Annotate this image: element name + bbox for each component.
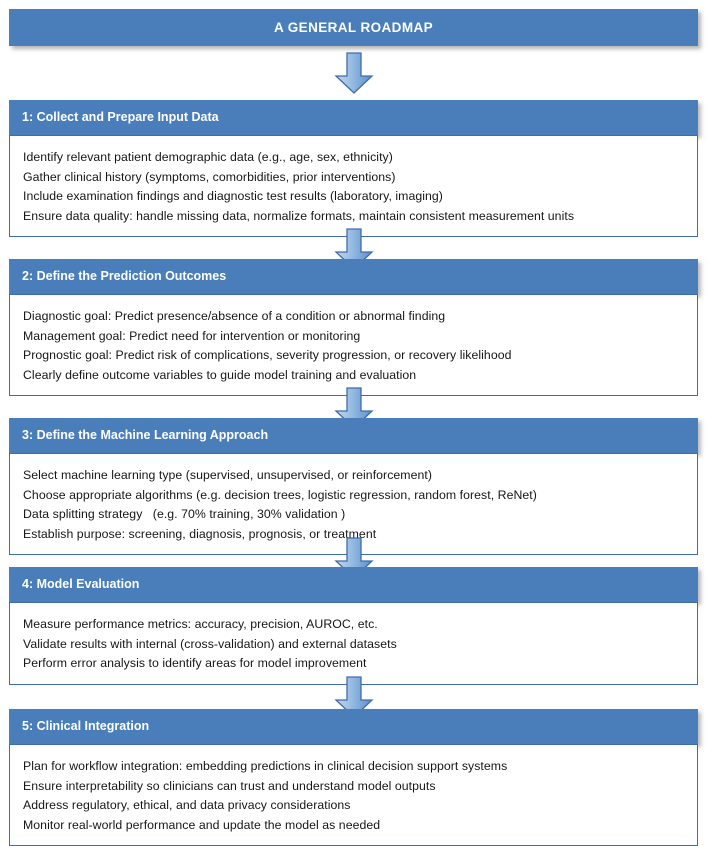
step-1-header-label: 1: Collect and Prepare Input Data [22,110,219,125]
step-5-line-3: Address regulatory, ethical, and data pr… [23,798,351,812]
step-3-line-2: Choose appropriate algorithms (e.g. deci… [23,487,537,502]
step-3-header: 3: Define the Machine Learning Approach [9,418,698,453]
step-1-line-2: Gather clinical history (symptoms, comor… [23,169,396,184]
step-block-4: 4: Model Evaluation Measure performance … [9,567,698,685]
step-2-line-3: Prognostic goal: Predict risk of complic… [23,348,512,362]
step-1-line-1: Identify relevant patient demographic da… [23,150,393,164]
step-block-1: 1: Collect and Prepare Input Data Identi… [9,100,698,237]
step-2-line-2: Management goal: Predict need for interv… [23,328,361,343]
step-3-line-3: Data splitting strategy (e.g. 70% traini… [23,507,346,521]
step-5-header: 5: Clinical Integration [9,709,698,744]
step-4-line-2: Validate results with internal (cross-va… [23,636,397,651]
step-3-body: Select machine learning type (supervised… [9,453,698,555]
step-2-body: Diagnostic goal: Predict presence/absenc… [9,294,698,396]
step-5-line-1: Plan for workflow integration: embedding… [23,759,508,773]
step-5-body: Plan for workflow integration: embedding… [9,744,698,846]
diagram-title-banner: A GENERAL ROADMAP [9,9,698,46]
arrow-step4-to-step5-icon [334,676,374,718]
arrow-title-to-step1-icon [334,52,374,94]
step-block-5: 5: Clinical Integration Plan for workflo… [9,709,698,846]
step-4-line-3: Perform error analysis to identify areas… [23,656,367,670]
step-block-3: 3: Define the Machine Learning Approach … [9,418,698,555]
step-1-line-4: Ensure data quality: handle missing data… [23,208,575,223]
page-title: A GENERAL ROADMAP [273,19,434,35]
step-block-2: 2: Define the Prediction Outcomes Diagno… [9,259,698,396]
step-3-line-4: Establish purpose: screening, diagnosis,… [23,526,377,541]
step-3-line-1: Select machine learning type (supervised… [23,468,432,482]
step-2-header-label: 2: Define the Prediction Outcomes [22,269,227,284]
step-3-header-label: 3: Define the Machine Learning Approach [22,428,269,443]
step-4-body: Measure performance metrics: accuracy, p… [9,602,698,685]
step-4-header-label: 4: Model Evaluation [22,577,140,592]
step-1-header: 1: Collect and Prepare Input Data [9,100,698,135]
step-5-line-4: Monitor real-world performance and updat… [23,817,381,832]
step-2-line-4: Clearly define outcome variables to guid… [23,367,417,382]
step-5-line-2: Ensure interpretability so clinicians ca… [23,778,436,793]
step-2-header: 2: Define the Prediction Outcomes [9,259,698,294]
step-4-header: 4: Model Evaluation [9,567,698,602]
step-1-line-3: Include examination findings and diagnos… [23,189,443,203]
step-2-line-1: Diagnostic goal: Predict presence/absenc… [23,309,446,323]
step-4-line-1: Measure performance metrics: accuracy, p… [23,617,378,631]
step-1-body: Identify relevant patient demographic da… [9,135,698,237]
step-5-header-label: 5: Clinical Integration [22,719,150,734]
